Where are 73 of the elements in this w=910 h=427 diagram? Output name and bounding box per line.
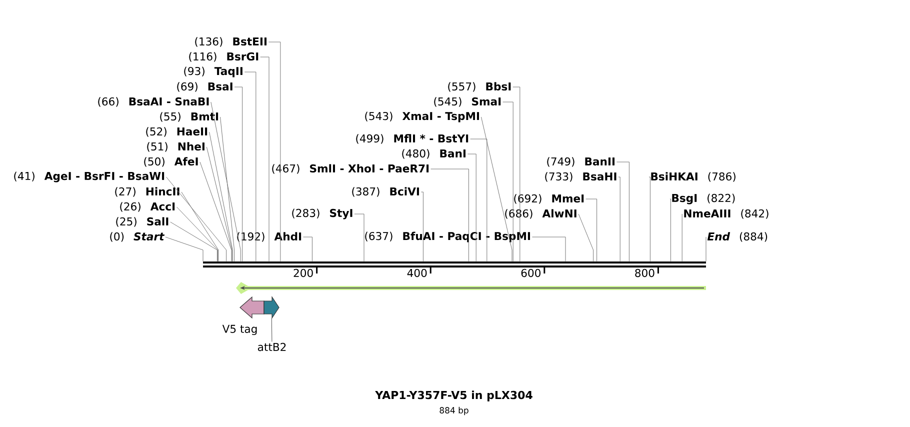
site-label: (499) MflI * - BstYI <box>356 134 468 144</box>
site-label: (66) BsaAI - SnaBI <box>98 97 209 107</box>
tick-label: 400 <box>407 268 427 278</box>
site-label: (55) BmtI <box>160 112 218 122</box>
site-label: (51) NheI <box>147 142 204 152</box>
site-label: (116) BsrGI <box>189 52 258 62</box>
site-label: (733) BsaHI <box>545 172 616 182</box>
site-label: (69) BsaI <box>177 82 232 92</box>
leader-line <box>303 236 312 262</box>
site-label: BsiHKAI (786) <box>651 172 736 182</box>
feature-shape <box>264 296 280 319</box>
site-label: (480) BanI <box>402 149 466 159</box>
leader-line <box>586 198 598 262</box>
node-label: V5 tag <box>222 324 257 336</box>
leader-line <box>170 222 218 262</box>
site-label: (749) BanII <box>547 157 614 167</box>
site-label: (26) AccI <box>120 202 175 212</box>
site-label: NmeAIII (842) <box>684 209 768 219</box>
site-label: (93) TaqII <box>184 66 242 78</box>
site-label: (192) AhdI <box>237 232 302 242</box>
site-label: (52) HaeII <box>146 127 208 137</box>
leader-line <box>420 192 424 262</box>
leader-line <box>480 116 512 262</box>
leader-line <box>430 168 469 262</box>
leader-line <box>670 198 671 262</box>
leader-line <box>220 116 235 262</box>
leader-line <box>532 236 566 262</box>
leader-line <box>354 214 364 262</box>
leader-line <box>166 176 227 262</box>
tick-label: 600 <box>521 268 540 278</box>
site-label: (41) AgeI - BsrFI - BsaWI <box>14 172 164 182</box>
tick-label: 800 <box>635 268 654 278</box>
site-label: (387) BciVI <box>352 187 419 197</box>
feature-label: attB2 <box>258 342 286 352</box>
site-label: (543) XmaI - TspMI <box>365 112 479 122</box>
leader-line <box>271 318 272 342</box>
map-caption: 884 bp <box>440 406 468 416</box>
leader-line <box>648 176 650 262</box>
leader-line <box>165 236 204 262</box>
site-label: (136) BstEII <box>195 37 266 47</box>
leader-line <box>268 42 281 262</box>
site-label: (27) HincII <box>115 187 180 197</box>
leader-line <box>206 146 232 262</box>
site-label: (25) SalI <box>116 217 168 227</box>
site-label: BsgI (822) <box>672 194 735 204</box>
map-title: YAP1-Y357F-V5 in pLX304 <box>375 390 532 402</box>
leader-line <box>260 56 270 262</box>
leader-line <box>234 86 243 262</box>
dna-backbone <box>203 262 706 268</box>
tick-label: 200 <box>294 268 313 278</box>
leader-line <box>210 102 241 262</box>
site-label: (557) BbsI <box>448 82 511 92</box>
site-label: (0) Start <box>110 232 165 242</box>
site-label: End (884) <box>707 232 768 242</box>
site-label: (467) SmlI - XhoI - PaeR7I <box>272 164 429 174</box>
leader-line <box>181 192 219 262</box>
site-label: (545) SmaI <box>434 97 501 107</box>
leader-line <box>512 86 520 262</box>
site-label: (50) AfeI <box>144 157 198 167</box>
site-label: (283) StyI <box>292 208 352 220</box>
site-label: (686) AlwNI <box>505 209 576 219</box>
leader-line <box>200 162 232 262</box>
leader-line <box>209 132 233 262</box>
leader-line <box>470 138 488 262</box>
leader-line <box>244 72 256 262</box>
leader-line <box>176 206 218 262</box>
leader-line <box>578 214 594 262</box>
site-label: (637) BfuAI - PaqCI - BspMI <box>365 232 530 242</box>
leader-line <box>616 162 630 262</box>
leader-line <box>467 154 476 262</box>
site-label: (692) MmeI <box>514 194 584 204</box>
leader-line <box>502 102 514 262</box>
leader-line <box>618 176 620 262</box>
